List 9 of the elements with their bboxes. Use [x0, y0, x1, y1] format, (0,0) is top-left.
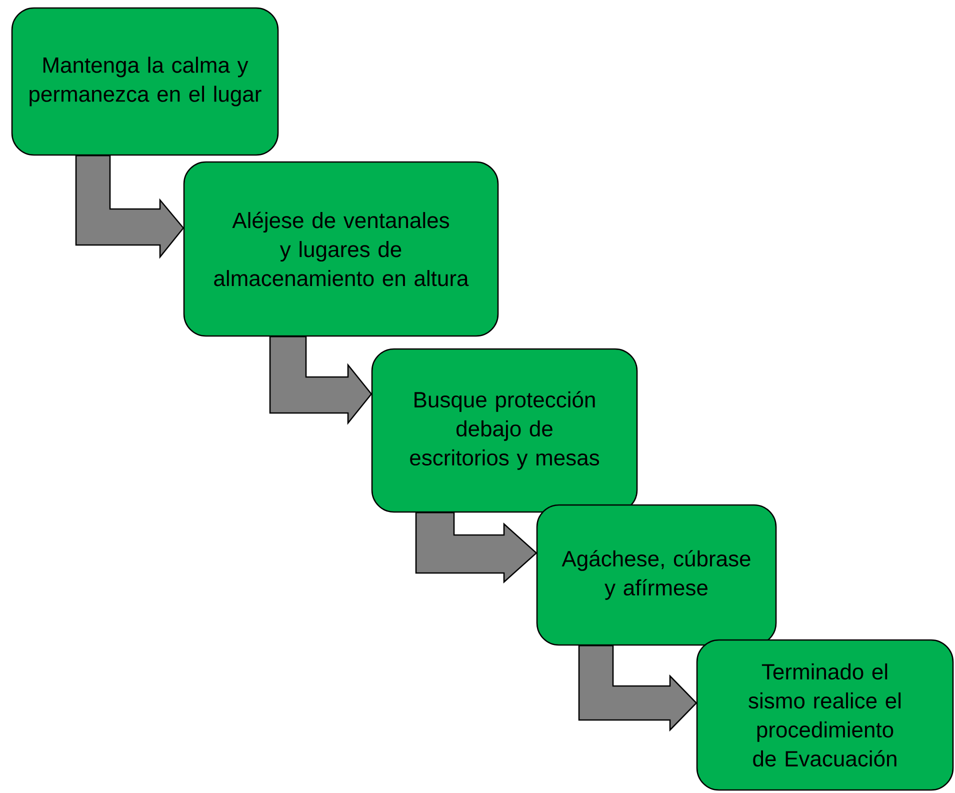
step-box: Terminado el sismo realice el procedimiento de Evacuación — [696, 639, 954, 791]
bent-arrow — [578, 645, 698, 732]
step-box: Aléjese de ventanales y lugares de almacenamiento en altura — [183, 161, 499, 337]
bent-arrow — [75, 155, 184, 259]
step-box: Agáchese, cúbrase y afírmese — [536, 504, 777, 646]
step-box: Busque protección debajo de escritorios y mesas — [371, 348, 638, 513]
bent-arrow — [415, 512, 538, 584]
bent-arrow — [269, 336, 372, 425]
step-box: Mantenga la calma y permanezca en el lugar — [11, 7, 279, 156]
